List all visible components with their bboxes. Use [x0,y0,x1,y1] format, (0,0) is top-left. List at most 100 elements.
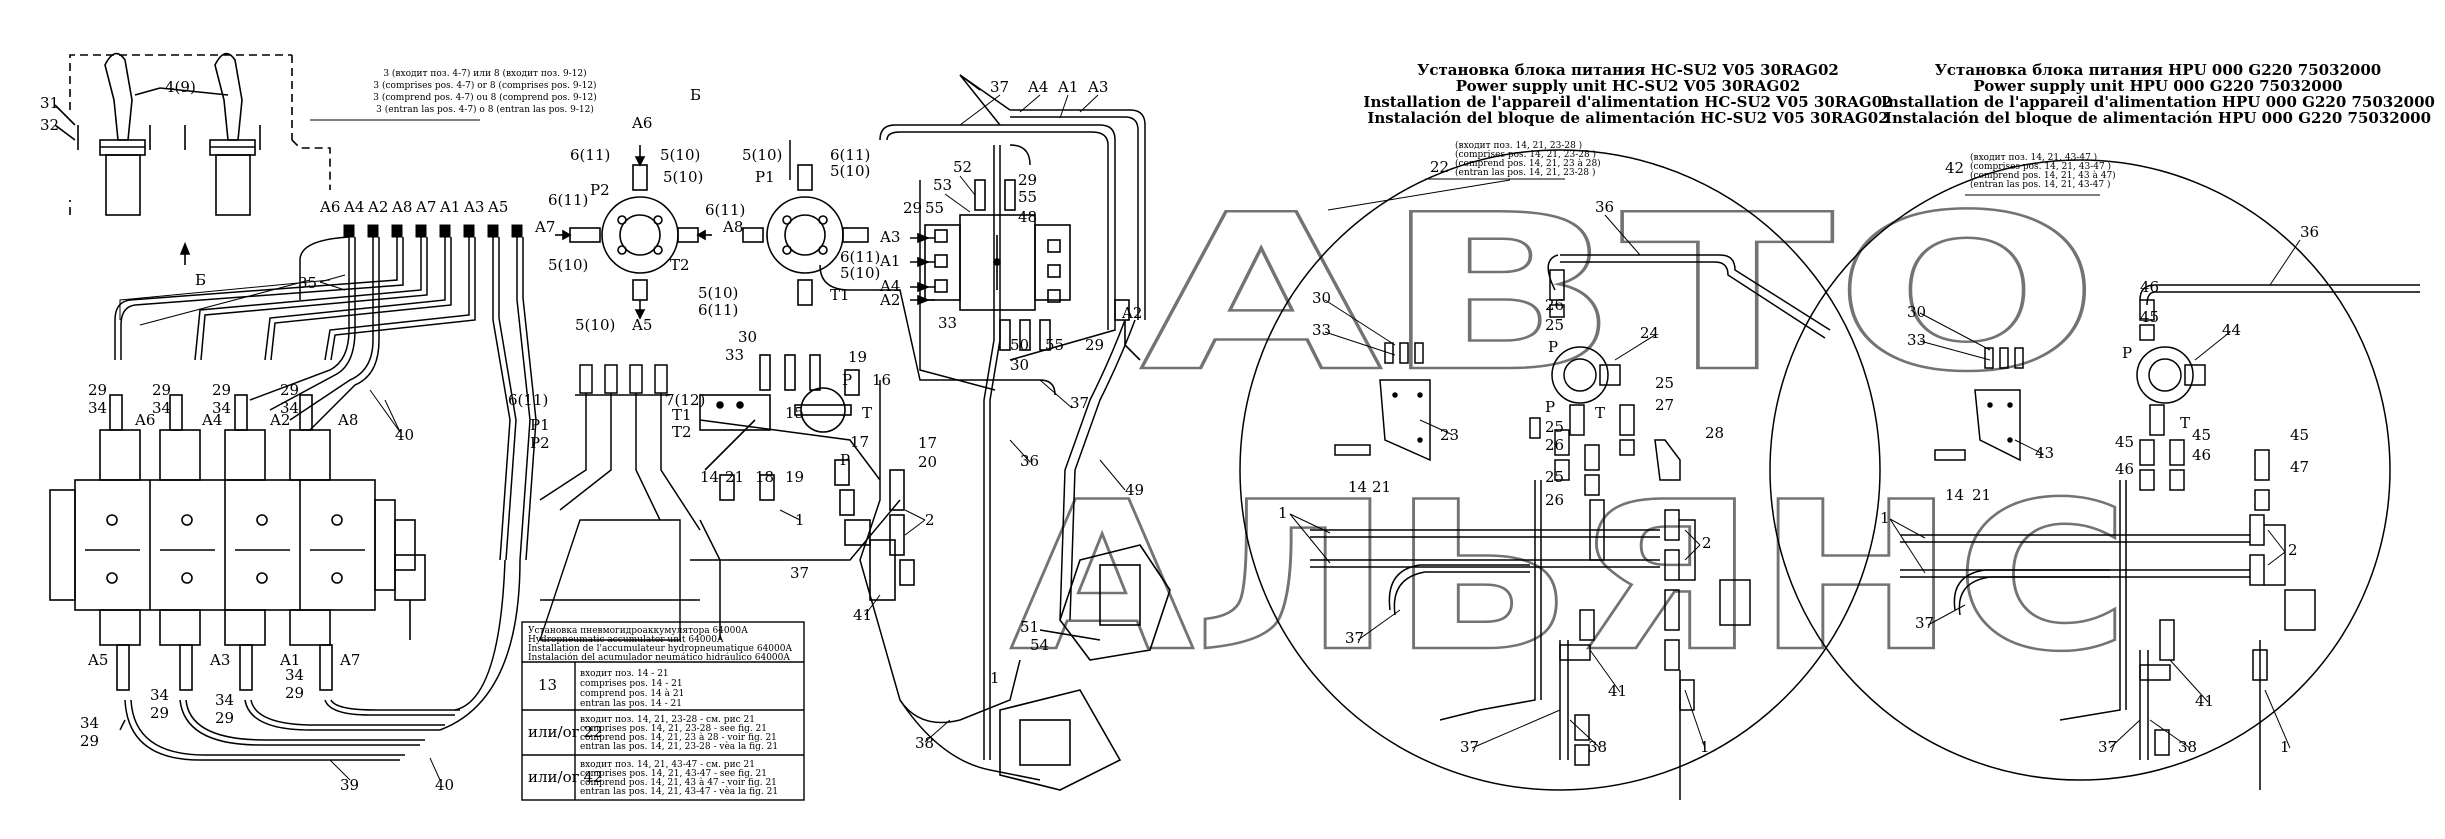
note-top-ru: 3 (входит поз. 4-7) или 8 (входит поз. 9… [383,68,586,79]
label-6-11: 6(11) [705,201,745,219]
port-label: A6 [319,198,340,216]
label-33: 33 [1312,321,1331,339]
label-38: 38 [2178,738,2197,756]
label-40: 40 [435,776,454,794]
view-label: Б [690,86,701,104]
label-23: 23 [1440,426,1459,444]
port-label: A8 [391,198,412,216]
label-14: 14 [700,468,719,486]
label-29: 29 [215,709,234,727]
title-hc-es: Instalación del bloque de alimentación H… [1367,109,1888,127]
label-a4: A4 [1027,78,1048,96]
label-41: 41 [2195,692,2214,710]
label-1: 1 [1880,509,1890,527]
label-36: 36 [1595,198,1614,216]
label-t: T [1595,404,1605,422]
label-t: T [2180,414,2190,432]
bulkhead-fittings [539,364,721,641]
port-t2: T2 [670,256,690,274]
label-a2: A2 [879,291,900,309]
label-34: 34 [80,714,99,732]
label-45: 45 [2290,426,2309,444]
label-2: 2 [1702,534,1712,552]
label-p: P [1548,338,1558,356]
label-30: 30 [1010,356,1029,374]
port-label: A7 [415,198,436,216]
label-19: 19 [785,468,804,486]
label-55: 55 [1045,336,1064,354]
legend-row-line: entran las pos. 14, 21, 43-47 - vèa la f… [580,786,778,797]
port-a6: A6 [631,114,652,132]
note-top-fr: 3 (comprend pos. 4-7) ou 8 (comprend pos… [373,92,597,103]
legend-row-line: входит поз. 14, 21, 23-28 - см. рис 21 [580,715,755,725]
title-hpu-ru: Установка блока питания HPU 000 G220 750… [1935,61,2382,79]
label-31: 31 [40,94,59,112]
legend-table [521,621,805,801]
label-21: 21 [1972,486,1991,504]
legend-row-num: 13 [538,676,557,694]
label-34: 34 [215,691,234,709]
label-5-10: 5(10) [742,146,782,164]
label-33: 33 [1907,331,1926,349]
callout-42-line: (comprend pos. 14, 21, 43 à 47) [1970,170,2116,181]
label-37: 37 [1915,614,1934,632]
label-t: T [862,404,872,422]
port-label: A3 [463,198,484,216]
hpu-callout: 42 (входит поз. 14, 21, 43-47 ) (compris… [1945,152,2116,196]
port-a8: A8 [722,218,743,236]
label-19: 19 [848,348,867,366]
label-a1: A1 [879,252,900,270]
valve-port-bottom: A1 [279,651,300,669]
valve-port-top: A8 [337,411,358,429]
legend-row-line: comprend pos. 14, 21, 23 à 28 - voir fig… [580,732,777,743]
label-32: 32 [40,116,59,134]
valve-port-bottom: A7 [339,651,360,669]
label-37: 37 [2098,738,2117,756]
label-p: P [1545,398,1555,416]
label-24: 24 [1640,324,1659,342]
label-5-10: 5(10) [830,162,870,180]
note-top-en: 3 (comprises pos. 4-7) or 8 (comprises p… [373,80,596,91]
label-29: 29 [88,381,107,399]
legend-row-line: comprend pos. 14, 21, 43 à 47 - voir fig… [580,777,777,788]
joystick-group [54,52,480,265]
label-5-10: 5(10) [575,316,615,334]
label-37: 37 [790,564,809,582]
label-54: 54 [1030,636,1049,654]
label-1: 1 [1278,504,1288,522]
title-hc-en: Power supply unit HC-SU2 V05 30RAG02 [1456,77,1800,95]
label-20: 20 [918,453,937,471]
legend-row-line: comprises pos. 14 - 21 [580,679,683,689]
label-38: 38 [1588,738,1607,756]
label-29: 29 [903,199,922,217]
legend-row-num: или/or 42 [528,768,603,786]
callout-42-line: (entran las pos. 14, 21, 43-47 ) [1970,179,2110,190]
label-6-11: 6(11) [830,146,870,164]
label-49: 49 [1125,481,1144,499]
label-29: 29 [152,381,171,399]
label-6-11: 6(11) [840,248,880,266]
legend-row-line: comprises pos. 14, 21, 23-28 - see fig. … [580,724,767,734]
label-18: 18 [755,468,774,486]
label-5-10: 5(10) [660,146,700,164]
legend-row-line: entran las pos. 14 - 21 [580,699,682,709]
port-label: A5 [487,198,508,216]
left-callouts: 35 40 29 34 29 34 29 34 29 34 34 29 34 2… [80,274,454,794]
label-55: 55 [925,199,944,217]
label-15: 15 [785,404,804,422]
title-hc-fr: Installation de l'appareil d'alimentatio… [1363,93,1892,111]
label-53: 53 [933,176,952,194]
view-arrow-label: Б [195,271,206,289]
label-a2: A2 [1121,304,1142,322]
label-34: 34 [88,399,107,417]
legend-row-num: или/or 22 [528,723,603,741]
label-14: 14 [1945,486,1964,504]
hc-detail [1239,149,1881,800]
label-29: 29 [1018,171,1037,189]
label-35: 35 [298,274,317,292]
center-pipes [690,74,1146,781]
label-30: 30 [1907,303,1926,321]
label-34: 34 [152,399,171,417]
label-5-10: 5(10) [698,284,738,302]
label-45: 45 [2140,308,2159,326]
